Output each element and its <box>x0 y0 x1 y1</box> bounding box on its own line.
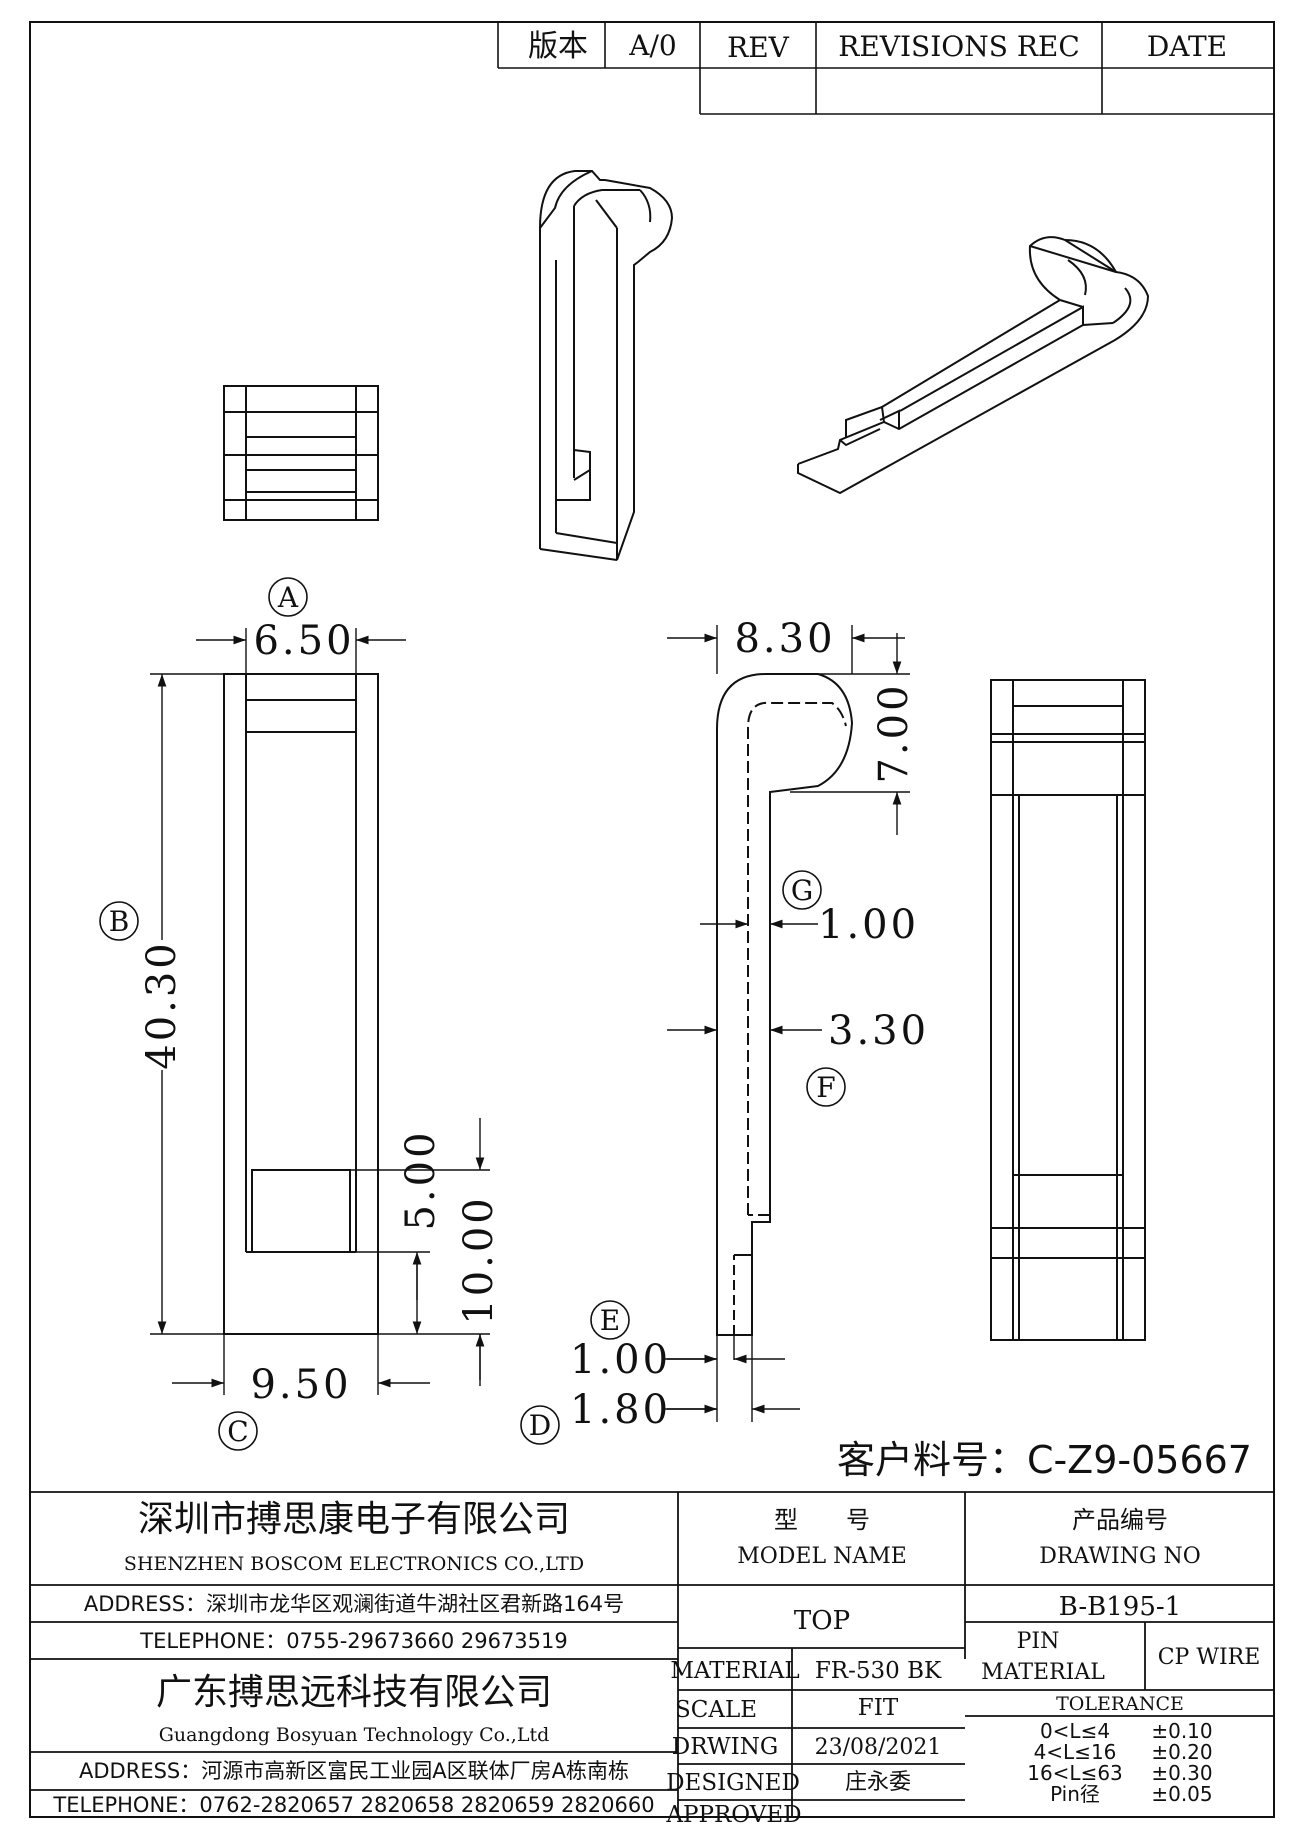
scale-value: FIT <box>858 1695 899 1721</box>
designed-label: DESIGNED <box>666 1770 800 1796</box>
dim-f-thickness: 3.30 <box>828 1008 929 1054</box>
model-name-value: TOP <box>794 1606 850 1636</box>
company2-en: Guangdong Bosyuan Technology Co.,Ltd <box>159 1724 550 1746</box>
approved-label: APPROVED <box>665 1802 801 1828</box>
address2: ADDRESS：河源市高新区富民工业园A区联体厂房A栋南栋 <box>79 1759 629 1783</box>
tolerance-range: 4<L≤16 <box>1034 1740 1117 1764</box>
right-view <box>990 679 1146 1341</box>
drawing-date-value: 23/08/2021 <box>815 1735 942 1760</box>
tolerance-range: 0<L≤4 <box>1040 1719 1110 1743</box>
telephone2: TELEPHONE：0762-2820657 2820658 2820659 2… <box>52 1793 654 1817</box>
tolerance-value: ±0.10 <box>1151 1719 1212 1743</box>
telephone1: TELEPHONE：0755-29673660 29673519 <box>139 1629 568 1653</box>
revision-block <box>497 22 1274 115</box>
customer-part-number: 客户料号：C-Z9-05667 <box>837 1438 1252 1482</box>
date-header: DATE <box>1147 30 1227 63</box>
dim-base-10: 10.00 <box>456 1195 502 1325</box>
callout-f: F <box>816 1071 835 1104</box>
side-view <box>716 673 854 1336</box>
callout-a: A <box>277 581 299 614</box>
sheet-border <box>29 21 1275 1818</box>
version-value: A/0 <box>628 29 676 62</box>
tolerance-value: ±0.05 <box>1151 1782 1212 1806</box>
material-label: MATERIAL <box>670 1658 799 1684</box>
dim-g-thickness: 1.00 <box>818 902 919 948</box>
side-dim-leaders <box>663 1358 717 1410</box>
callout-d: D <box>529 1409 551 1442</box>
callout-g: G <box>791 874 813 907</box>
callout-circles-side <box>520 870 846 1445</box>
dim-b-height: 40.30 <box>139 940 185 1070</box>
tolerance-label: TOLERANCE <box>1056 1693 1184 1715</box>
callout-b: B <box>109 905 130 938</box>
title-block-grid <box>30 1491 1274 1817</box>
pin-material-label-1: PIN <box>1017 1629 1060 1654</box>
rev-header: REV <box>727 31 790 64</box>
dim-top-width: 8.30 <box>734 616 835 662</box>
drawing-no-en: DRAWING NO <box>1039 1544 1201 1569</box>
front-view-dimensions <box>150 628 490 1395</box>
designed-value: 庄永委 <box>845 1770 911 1795</box>
tolerance-value: ±0.30 <box>1151 1761 1212 1785</box>
front-view <box>223 673 379 1335</box>
address1: ADDRESS：深圳市龙华区观澜街道牛湖社区君新路164号 <box>84 1592 624 1616</box>
iso-view-vertical <box>539 170 674 561</box>
version-label: 版本 <box>528 29 588 64</box>
material-value: FR-530 BK <box>815 1658 942 1684</box>
dim-c-width: 9.50 <box>250 1362 351 1408</box>
pin-material-value: CP WIRE <box>1158 1645 1261 1670</box>
drawing-date-label: DRWING <box>672 1734 778 1760</box>
dim-d-pin: 1.80 <box>570 1387 671 1433</box>
callout-c: C <box>227 1415 248 1448</box>
callout-circles-front <box>99 577 308 1451</box>
company1-cn: 深圳市搏思康电子有限公司 <box>138 1499 570 1540</box>
dim-a-width: 6.50 <box>253 618 354 664</box>
revisions-header: REVISIONS REC <box>838 30 1080 63</box>
scale-label: SCALE <box>675 1697 757 1723</box>
company1-en: SHENZHEN BOSCOM ELECTRONICS CO.,LTD <box>124 1553 584 1575</box>
dim-head-height: 7.00 <box>871 682 917 783</box>
tolerance-range: 16<L≤63 <box>1027 1761 1123 1785</box>
drawing-no-cn: 产品编号 <box>1072 1506 1168 1534</box>
dim-e-pin: 1.00 <box>570 1337 671 1383</box>
company2-cn: 广东搏思远科技有限公司 <box>156 1672 552 1713</box>
model-name-cn: 型 号 <box>774 1506 870 1534</box>
pin-material-label-2: MATERIAL <box>981 1660 1105 1685</box>
tolerance-table: 0<L≤4 ±0.10 4<L≤16 ±0.20 16<L≤63 ±0.30 P… <box>1027 1719 1212 1806</box>
end-view-small <box>223 385 379 521</box>
iso-view-horizontal <box>797 236 1150 495</box>
callout-e: E <box>600 1304 620 1337</box>
tolerance-value: ±0.20 <box>1151 1740 1212 1764</box>
dim-slot-5: 5.00 <box>398 1129 444 1230</box>
tolerance-range: Pin径 <box>1050 1782 1100 1806</box>
model-name-en: MODEL NAME <box>737 1544 907 1569</box>
drawing-no-value: B-B195-1 <box>1059 1592 1181 1622</box>
